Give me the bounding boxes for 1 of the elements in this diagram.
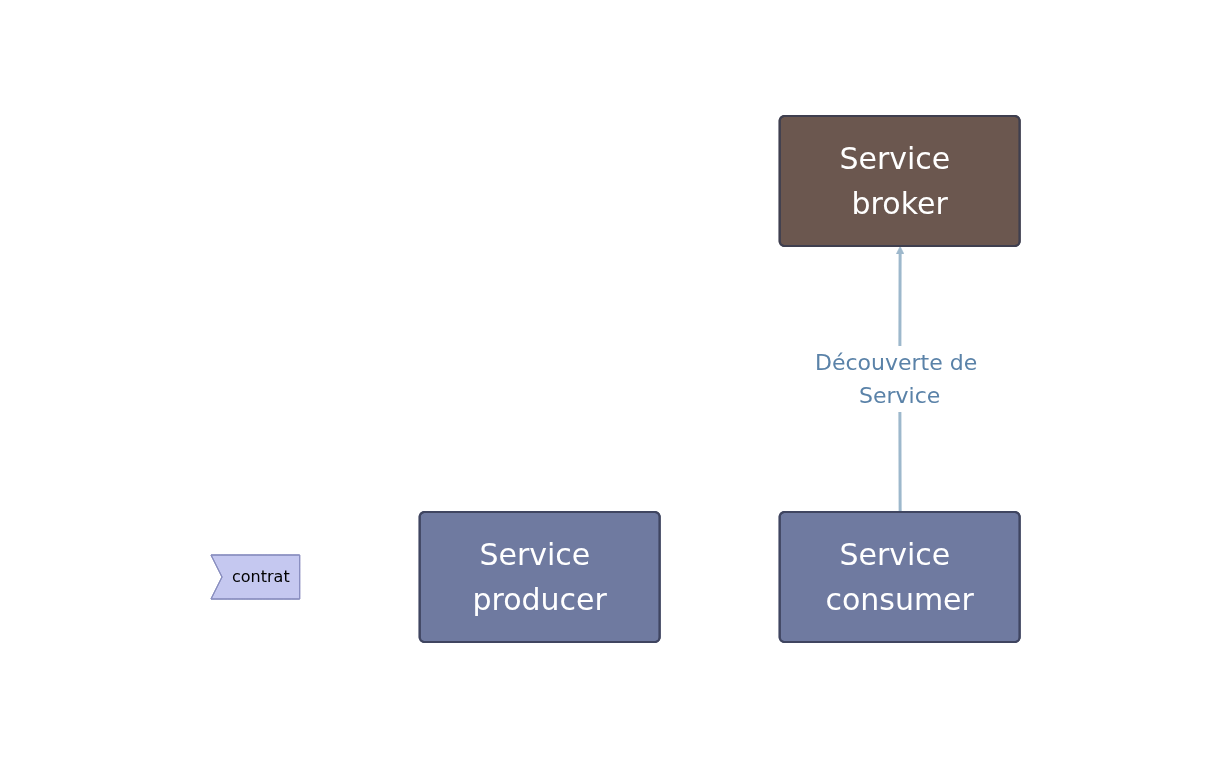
edge-label: Découverte de Service	[815, 350, 978, 408]
